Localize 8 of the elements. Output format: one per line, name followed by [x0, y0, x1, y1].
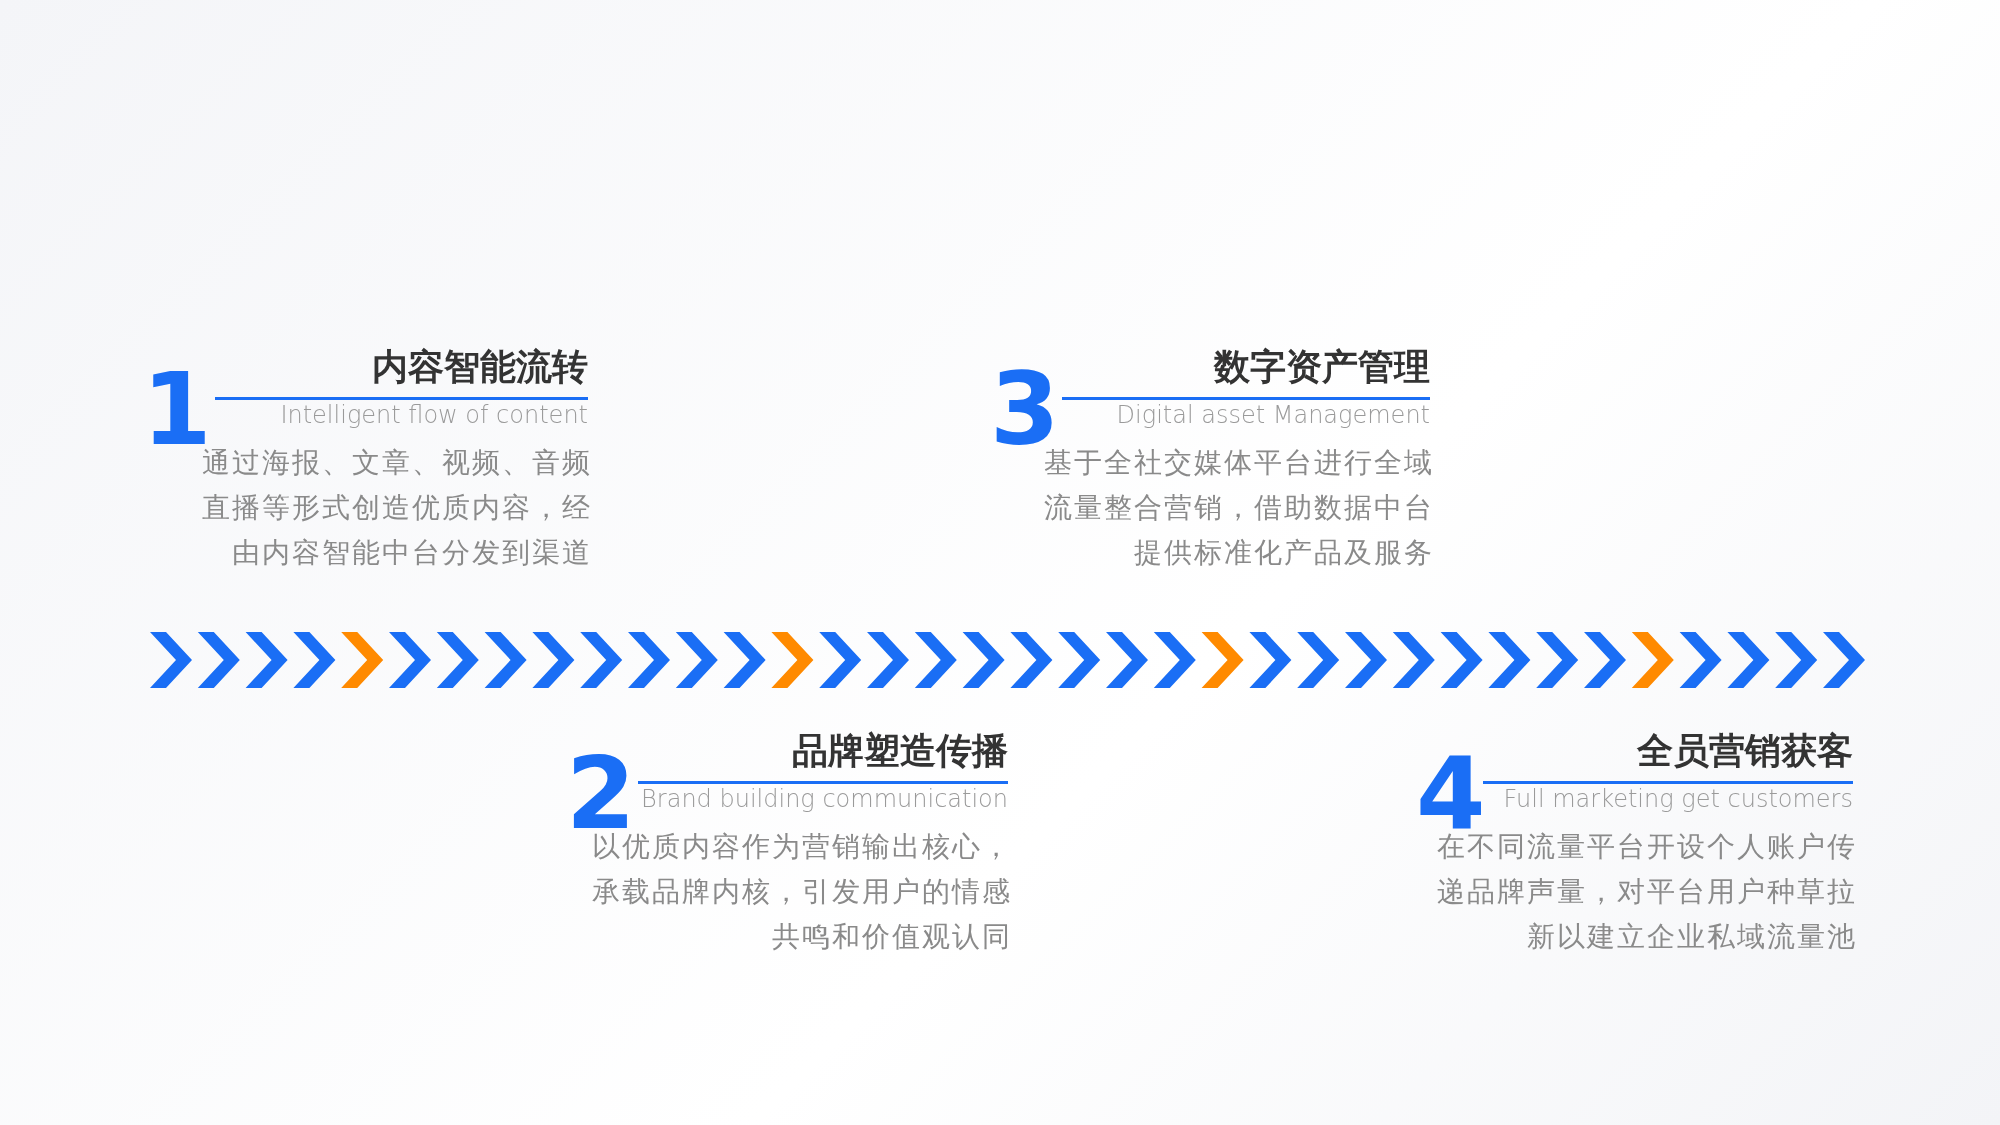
section-heading: 内容智能流转	[372, 345, 588, 389]
section-subtitle: Full marketing get customers	[1503, 785, 1853, 813]
section-heading: 品牌塑造传播	[792, 729, 1008, 773]
section-heading: 数字资产管理	[1214, 345, 1430, 389]
section-subtitle: Intelligent flow of content	[280, 401, 588, 429]
section-subtitle: Brand building communication	[641, 785, 1008, 813]
section-subtitle: Digital asset Management	[1116, 401, 1430, 429]
section-heading: 全员营销获客	[1637, 729, 1853, 773]
